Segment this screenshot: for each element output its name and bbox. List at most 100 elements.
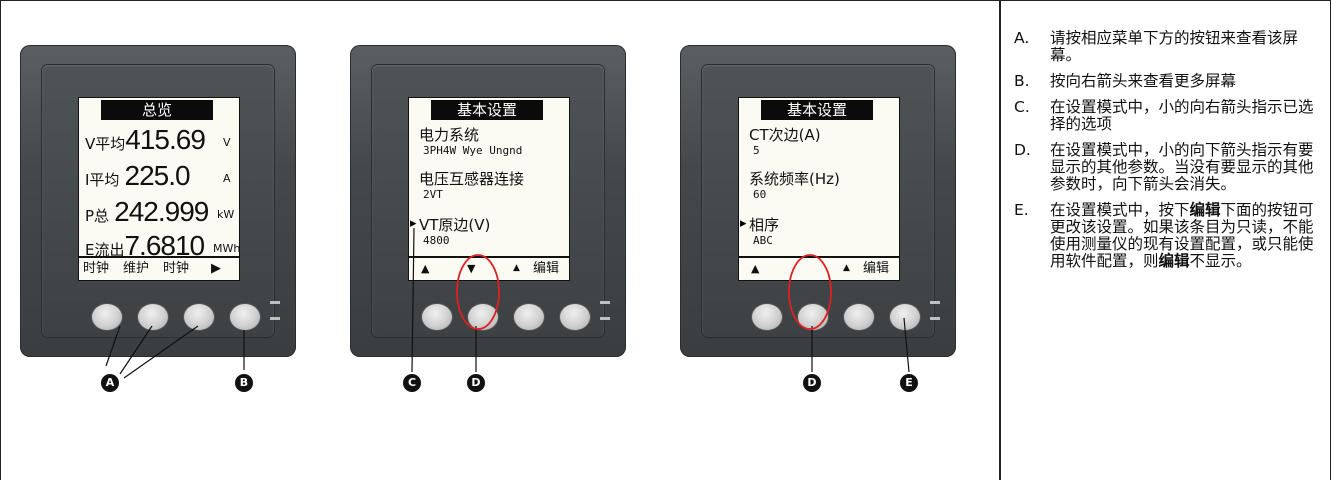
setting-item-selected: 相序 ABC (749, 216, 779, 248)
screen-title: 总览 (101, 100, 213, 120)
legend-item-b: B. 按向右箭头来查看更多屏幕 (1014, 73, 1319, 90)
callout-badge-d: D (467, 374, 485, 392)
legend-item-c: C. 在设置模式中，小的向右箭头指示已选择的选项 (1014, 99, 1319, 133)
reading-label: E流出 (85, 241, 125, 259)
setting-item: 系统频率(Hz) 60 (749, 170, 840, 202)
reading-unit: A (223, 172, 231, 185)
meter-screen: 基本设置 电力系统 3PH4W Wye Ungnd 电压互感器连接 2VT ▸ … (408, 97, 570, 281)
legend-key: C. (1014, 98, 1030, 116)
highlight-circle-d2 (788, 254, 832, 330)
reading-value: 242.999 (114, 196, 209, 227)
reading-value: 415.69 (125, 124, 206, 155)
legend-text-bold: 编辑 (1158, 252, 1190, 270)
softkey-label: 时钟 (83, 261, 110, 276)
softkey-button-1[interactable] (421, 303, 453, 331)
reading-label: I平均 (85, 171, 120, 189)
highlight-circle-d1 (456, 254, 500, 330)
status-led (930, 317, 940, 320)
legend-text-part: 下面的按钮可更改该设置。如果该条目为只读，不能使用测量仪的现有设置配置，或只能使… (1050, 201, 1314, 270)
legend-text: 请按相应菜单下方的按钮来查看该屏幕。 (1050, 29, 1299, 64)
softkey-button-3[interactable] (843, 303, 875, 331)
meter-screen: 基本设置 CT次边(A) 5 系统频率(Hz) 60 ▸ 相序 ABC ▲ ▲ … (738, 97, 900, 281)
setting-value: 60 (753, 188, 767, 201)
setting-value: 3PH4W Wye Ungnd (423, 144, 523, 157)
meter-basic-setup-2: 基本设置 CT次边(A) 5 系统频率(Hz) 60 ▸ 相序 ABC ▲ ▲ … (680, 45, 956, 357)
setting-item-selected: VT原边(V) 4800 (419, 216, 490, 248)
callout-badge-b: B (235, 374, 253, 392)
reading-value: 7.6810 (124, 230, 205, 261)
softkey-bar: 时钟 维护 时钟 ▶ (79, 256, 239, 280)
legend-text: 按向右箭头来查看更多屏幕 (1050, 72, 1237, 90)
softkey-button-1[interactable] (91, 303, 123, 331)
setting-name: 电压互感器连接 (419, 170, 525, 188)
setting-item: CT次边(A) 5 (749, 126, 821, 158)
softkey-button-4[interactable] (229, 303, 261, 331)
reading-label: P总 (85, 207, 110, 225)
setting-name: 电力系统 (419, 126, 480, 144)
status-led (600, 317, 610, 320)
setting-value: 4800 (423, 234, 450, 247)
setting-name: 系统频率(Hz) (749, 170, 840, 188)
up-arrow-icon: ▲ (751, 262, 760, 275)
reading-unit: V (223, 136, 231, 149)
legend-key: B. (1014, 72, 1030, 90)
up-arrow-small-icon: ▲ (513, 263, 520, 273)
softkey-label: 时钟 (163, 261, 190, 276)
reading-unit: MWh (213, 242, 240, 255)
setting-item: 电压互感器连接 2VT (419, 170, 524, 202)
reading-row-p: P总 242.999 kW (85, 196, 234, 228)
legend-divider (999, 0, 1001, 480)
legend: A. 请按相应菜单下方的按钮来查看该屏幕。 B. 按向右箭头来查看更多屏幕 C.… (1014, 30, 1319, 279)
selected-right-arrow-icon: ▸ (740, 216, 747, 231)
right-arrow-icon: ▶ (211, 261, 221, 276)
reading-row-e: E流出7.6810 MWh (85, 230, 239, 262)
softkey-bar: ▲ ▼ ▲ 编辑 (409, 256, 569, 280)
screen-title: 基本设置 (431, 100, 543, 120)
legend-item-d: D. 在设置模式中，小的向下箭头指示有要显示的其他参数。当没有要显示的其他参数时… (1014, 142, 1319, 193)
softkey-button-4[interactable] (559, 303, 591, 331)
leader-line-c (411, 227, 415, 373)
setting-name: 相序 (749, 216, 780, 234)
legend-item-e: E. 在设置模式中，按下编辑下面的按钮可更改该设置。如果该条目为只读，不能使用测… (1014, 202, 1319, 270)
softkey-button-3[interactable] (513, 303, 545, 331)
callout-badge-c: C (403, 374, 421, 392)
legend-text-part: 在设置模式中，按下 (1050, 201, 1190, 219)
status-led (270, 317, 280, 320)
legend-text-bold: 编辑 (1189, 201, 1221, 219)
setting-value: 2VT (423, 188, 443, 201)
setting-name: CT次边(A) (749, 126, 821, 144)
setting-name: VT原边(V) (419, 216, 491, 234)
callout-badge-a: A (101, 374, 119, 392)
legend-item-a: A. 请按相应菜单下方的按钮来查看该屏幕。 (1014, 30, 1319, 64)
callout-badge-d: D (803, 374, 821, 392)
up-arrow-icon: ▲ (421, 262, 430, 275)
legend-text: 在设置模式中，小的向右箭头指示已选择的选项 (1050, 98, 1314, 133)
leader-line-a2 (119, 325, 153, 375)
leader-line-a3 (123, 325, 199, 379)
down-arrow-icon: ▼ (467, 262, 476, 275)
leader-line-e (903, 317, 910, 373)
setting-value: 5 (753, 144, 760, 157)
softkey-button-2[interactable] (137, 303, 169, 331)
softkey-button-3[interactable] (183, 303, 215, 331)
callout-badge-e: E (900, 374, 918, 392)
setting-item: 电力系统 3PH4W Wye Ungnd (419, 126, 522, 158)
status-led (270, 301, 280, 304)
up-arrow-small-icon: ▲ (843, 263, 850, 273)
softkey-label-edit: 编辑 (863, 261, 890, 276)
legend-text: 在设置模式中，小的向下箭头指示有要显示的其他参数。当没有要显示的其他参数时，向下… (1050, 141, 1314, 193)
legend-key: E. (1014, 201, 1029, 219)
status-led (930, 301, 940, 304)
meter-basic-setup-1: 基本设置 电力系统 3PH4W Wye Ungnd 电压互感器连接 2VT ▸ … (350, 45, 626, 357)
leader-line-a1 (105, 325, 121, 367)
legend-key: A. (1014, 29, 1030, 47)
reading-unit: kW (217, 208, 235, 221)
screen-title: 基本设置 (761, 100, 873, 120)
softkey-button-1[interactable] (751, 303, 783, 331)
softkey-bar: ▲ ▲ 编辑 (739, 256, 899, 280)
legend-key: D. (1014, 141, 1031, 159)
